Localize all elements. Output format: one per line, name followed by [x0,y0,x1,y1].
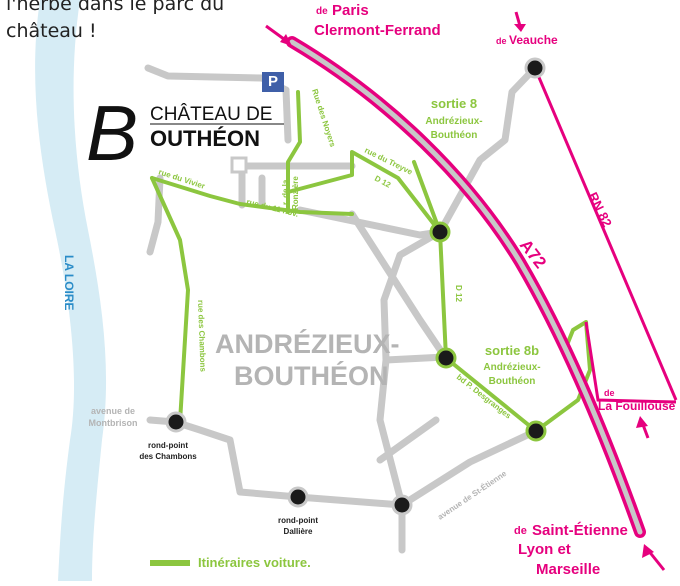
town-name-line1: ANDRÉZIEUX- [215,328,400,359]
place-labels: avenue de Montbrison rond-point des Cham… [89,406,319,536]
roundabout-desgranges [525,420,547,442]
intro-line1: l'herbe dans le parc du [6,0,225,15]
fouillouse-link [584,321,677,404]
intro-line2: château ! [6,20,97,42]
exit8-title: sortie 8 [431,96,477,111]
fouillouse-de: de [604,388,615,398]
street-chambons: rue des Chambons [196,300,208,373]
legend-swatch [150,559,190,566]
paris-line2: Clermont-Ferrand [314,22,441,39]
roundabout-veauche [524,57,546,79]
exit8b-title: sortie 8b [485,343,539,358]
logo-initial: B [86,89,138,177]
street-noyers: Rue des Noyers [310,88,337,149]
roundabouts [165,57,547,516]
street-d12-b: D 12 [454,285,463,302]
roundabout-south [391,494,413,516]
saint-etienne-line3: Marseille [536,561,600,578]
rn82-road [533,67,678,401]
rp-chambons-line2: des Chambons [139,452,197,461]
rp-dalliere-line2: Dallière [284,527,313,536]
exit8b-line1: Andrézieux- [483,362,540,373]
street-d12-a: D 12 [373,174,393,190]
saint-etienne-de: de [514,525,527,537]
exit-labels: sortie 8 Andrézieux- Bouthéon sortie 8b … [425,96,540,387]
saint-etienne-line2: Lyon et [518,541,571,558]
a72-motorway [286,36,646,538]
street-ronziere-2: Ronzière [291,176,300,210]
direction-arrows [265,11,666,571]
veauche-de: de [496,36,507,46]
montbrison-line2: Montbrison [89,418,138,428]
montbrison-line1: avenue de [91,406,135,416]
paris-de: de [316,6,328,17]
arrow-paris-icon [280,34,292,46]
logo-bottom: OUTHÉON [150,126,260,151]
paris-line1: Paris [332,2,369,19]
parking-icon: P [262,72,284,92]
fouillouse-name: La Fouillouse [598,399,676,413]
chateau-logo: B CHÂTEAU DE OUTHÉON [86,89,284,177]
rp-chambons-line1: rond-point [148,441,188,450]
exit8-line1: Andrézieux- [425,116,482,127]
legend-label: Itinéraires voiture. [198,555,311,570]
river-label: LA LOIRE [62,255,76,311]
arrow-veauche-icon [514,24,526,32]
exit8b-line2: Bouthéon [489,376,536,387]
river-loire [35,0,107,581]
street-ronziere-1: r. de la [281,179,290,205]
rn82-label: RN 82 [585,190,615,230]
direction-labels: de Paris Clermont-Ferrand de Veauche de … [314,2,676,578]
roundabout-sortie8 [429,221,451,243]
roundabout-sortie8b [435,347,457,369]
veauche-name: Veauche [509,33,558,47]
arrow-fouillouse-icon [636,416,648,428]
roundabout-dalliere [287,486,309,508]
arrow-saint-etienne-icon [642,544,654,558]
legend: Itinéraires voiture. [150,555,311,570]
saint-etienne-line1: Saint-Étienne [532,522,628,539]
exit8-line2: Bouthéon [431,130,478,141]
logo-top: CHÂTEAU DE [150,103,272,125]
roundabout-chambons [165,411,187,433]
town-name-line2: BOUTHÉON [234,360,389,391]
chateau-building [230,156,248,174]
intro-text: l'herbe dans le parc du château ! [6,0,224,45]
rp-dalliere-line1: rond-point [278,516,318,525]
